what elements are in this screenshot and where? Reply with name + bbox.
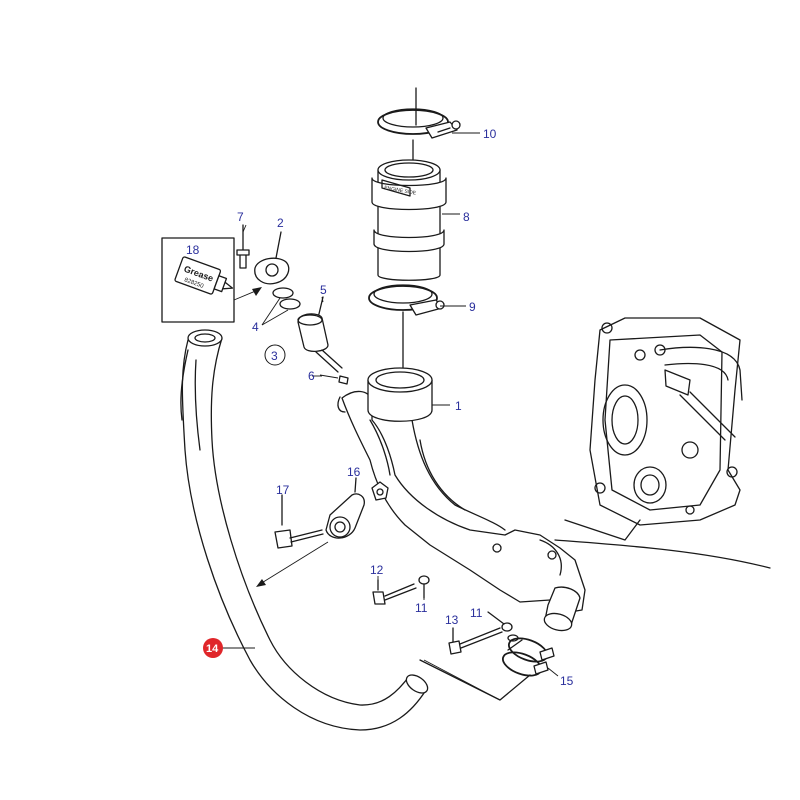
- sleeve-text: ENGINE SIDE: [384, 185, 417, 197]
- sensor-assembly: [236, 224, 349, 385]
- callout-9: 9: [469, 300, 476, 314]
- callout-10: 10: [483, 127, 497, 141]
- callout-13: 13: [445, 613, 459, 627]
- callout-3: 3: [271, 349, 278, 363]
- leader-lines: [222, 132, 480, 649]
- callout-7: 7: [237, 210, 244, 224]
- callout-18: 18: [186, 243, 200, 257]
- callout-16: 16: [347, 465, 361, 479]
- grease-box-18: Grease 828250: [161, 237, 262, 323]
- callout-5: 5: [320, 283, 327, 297]
- clamp-9: [368, 284, 445, 376]
- engine-block: [554, 317, 771, 569]
- pipe-housing-1: [337, 367, 586, 632]
- sleeve-8: ENGINE SIDE: [371, 139, 447, 281]
- callout-12: 12: [370, 563, 384, 577]
- callout-4: 4: [252, 320, 259, 334]
- callout-15: 15: [560, 674, 574, 688]
- callout-3-circle: [264, 344, 286, 366]
- callout-6: 6: [308, 369, 315, 383]
- callout-11-upper: 11: [415, 601, 428, 615]
- callout-11-lower: 11: [470, 606, 483, 620]
- callout-8: 8: [463, 210, 470, 224]
- callout-labels: 1 2 3 4 5 6 7 8 9 10 11 11 12 13 15 16 1…: [186, 127, 574, 688]
- hose-14: [180, 329, 531, 731]
- clamp-15: [501, 637, 559, 677]
- callout-1: 1: [455, 399, 462, 413]
- fasteners-12-13-11: [372, 575, 519, 655]
- callout-14-badge: 14: [203, 638, 223, 658]
- clamp-10: [377, 87, 461, 139]
- callout-14: 14: [206, 643, 219, 655]
- bracket-16: [256, 477, 365, 587]
- callout-2: 2: [277, 216, 284, 230]
- callout-17: 17: [276, 483, 290, 497]
